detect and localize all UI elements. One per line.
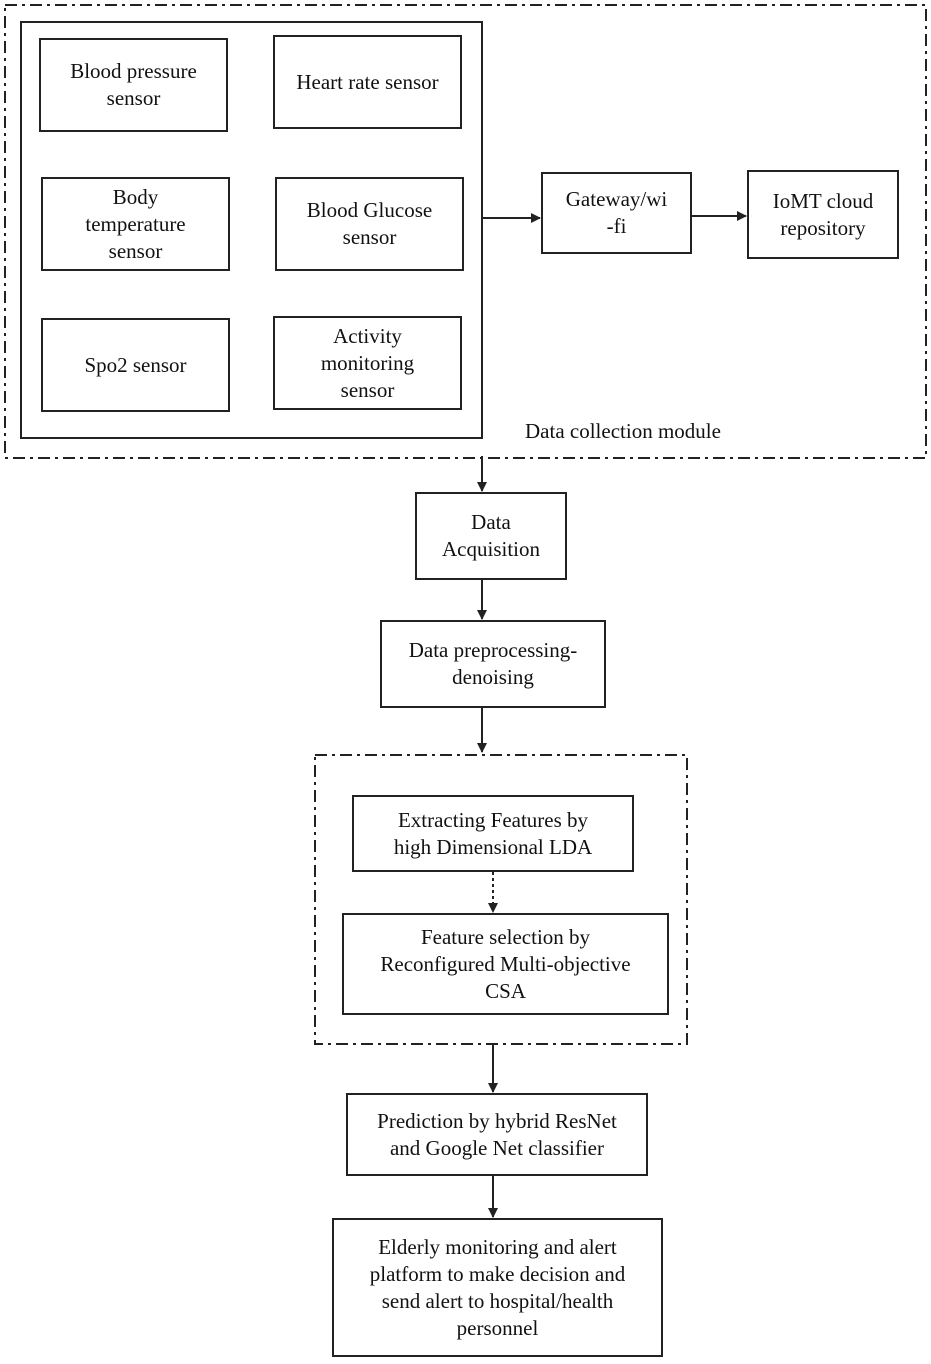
- feature-extraction-box: Extracting Features by high Dimensional …: [352, 795, 634, 872]
- gateway-box: Gateway/wi -fi: [541, 172, 692, 254]
- data-collection-module-label: Data collection module: [525, 419, 721, 443]
- cloud-repository-box: IoMT cloud repository: [747, 170, 899, 259]
- alert-platform-box: Elderly monitoring and alert platform to…: [332, 1218, 663, 1357]
- data-collection-module-border: [4, 4, 927, 459]
- spo2-sensor-box: Spo2 sensor: [41, 318, 230, 412]
- blood-pressure-sensor-box: Blood pressure sensor: [39, 38, 228, 132]
- body-temperature-sensor-box: Body temperature sensor: [41, 177, 230, 271]
- sensor-group-border: [20, 21, 483, 439]
- blood-glucose-sensor-box: Blood Glucose sensor: [275, 177, 464, 271]
- heart-rate-sensor-box: Heart rate sensor: [273, 35, 462, 129]
- feature-selection-box: Feature selection by Reconfigured Multi-…: [342, 913, 669, 1015]
- prediction-box: Prediction by hybrid ResNet and Google N…: [346, 1093, 648, 1176]
- data-acquisition-box: Data Acquisition: [415, 492, 567, 580]
- data-preprocessing-box: Data preprocessing- denoising: [380, 620, 606, 708]
- feature-group-border: [314, 754, 688, 1045]
- activity-monitoring-sensor-box: Activity monitoring sensor: [273, 316, 462, 410]
